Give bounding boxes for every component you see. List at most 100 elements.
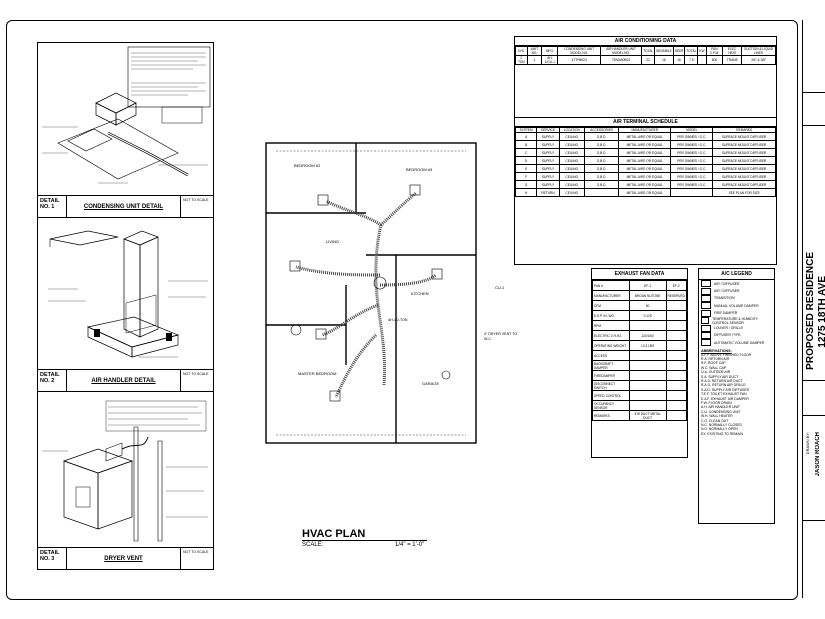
cell: SURFACE MOUNT DIFFUSER (712, 180, 776, 189)
table-row: ACCESS (592, 350, 687, 361)
hvac-floor-plan: BEDROOM #2 BEDROOM #3 LIVING KITCHEN MAS… (265, 142, 477, 444)
cell: 3/4" & 3/8" (741, 55, 776, 65)
cell: ACCESS (592, 350, 630, 361)
cell: 4TTR6024 (557, 55, 601, 65)
cell: CONDENSING UNIT MODEL NO. (557, 46, 601, 56)
cell: METAL-AIRE OR EQUAL (618, 148, 672, 157)
cell (628, 370, 667, 381)
cell: CEILING (558, 164, 585, 173)
cell: G (514, 180, 538, 189)
detail-3: DETAIL NO. 3 DRYER VENT NOT TO SCALE (38, 391, 213, 570)
cell: F (514, 172, 538, 181)
cell: 1 (526, 55, 543, 65)
air-handler-drawing (48, 230, 208, 358)
plan-title: HVAC PLAN (302, 528, 366, 540)
cell: 16 (654, 55, 674, 65)
abbreviation: N.C. NORMALLY CLOSED (701, 423, 742, 428)
cell: C (514, 148, 538, 157)
cell: O.B.D. (583, 156, 620, 165)
cell: FAN # (592, 280, 630, 291)
condensing-unit-drawing (42, 46, 211, 184)
table-title: AIR CONDITIONING DATA (515, 37, 776, 46)
cell: FAN C.F.M. (705, 46, 724, 56)
detail-scale: NOT TO SCALE (180, 370, 213, 392)
cell: SUPPLY (536, 148, 560, 157)
detail-scale: NOT TO SCALE (180, 196, 213, 218)
cell: SURFACE MOUNT DIFFUSER (712, 140, 776, 149)
cell: OPERATING WEIGHT (592, 340, 630, 351)
project-name: PROPOSED RESIDENCE (805, 252, 816, 370)
cell: SURFACE MOUNT DIFFUSER (712, 164, 776, 173)
legend-symbol-icon (701, 280, 711, 288)
cell: METAL-AIRE OR EQUAL (618, 172, 672, 181)
room-label: LIVING (326, 239, 339, 244)
cell: O.B.D. (583, 180, 620, 189)
legend-symbol-icon (701, 287, 711, 295)
cell: 4"Ø DUCT METAL DUCT (628, 410, 667, 421)
ah-callout: AH-1 2-TON (388, 318, 408, 322)
abbreviation: EX. EXISTING TO REMAIN (701, 431, 743, 436)
cell: DISCONNECT SWITCH (592, 380, 630, 391)
plan-scale-label: SCALE: (302, 542, 324, 548)
details-column: DETAIL NO. 1 CONDENSING UNIT DETAIL NOT … (37, 42, 214, 570)
abbreviation: S.A. SUPPLY AIR DUCT (701, 374, 739, 379)
abbreviation: S.A.D. SUPPLY AIR DIFFUSER (701, 387, 750, 392)
cell: SUPPLY (536, 180, 560, 189)
table-title: EXHAUST FAN DATA (592, 269, 687, 280)
cell (665, 350, 687, 361)
legend-item: DIFFUSER TYPE (701, 331, 772, 339)
detail-label: DETAIL NO. 1 (38, 196, 67, 218)
cell (628, 320, 667, 331)
legend-label: DIFFUSER TYPE (714, 333, 741, 338)
cell: SURFACE MOUNT DIFFUSER (712, 172, 776, 181)
cell: CEILING (558, 140, 585, 149)
cell: PER OWNER / G.C. (670, 148, 714, 157)
cell: CEILING (558, 188, 585, 197)
cell: SURFACE MOUNT DIFFUSER (712, 148, 776, 157)
cu-callout: CU-1 (495, 285, 505, 290)
legend-item: FIRE DAMPER (701, 309, 772, 317)
cell: E.S.P. IN. WG. (592, 310, 630, 321)
legend-label: AIR / DIFFUSER (714, 281, 740, 286)
abbreviation: R.F. ROOF CAP (701, 361, 726, 366)
cell: CEILING (558, 156, 585, 165)
legend-symbol-icon (701, 331, 711, 339)
table-row: FIREDAMPER (592, 370, 687, 381)
cell: EF-1 (628, 280, 667, 291)
cell: PER OWNER / G.C. (670, 180, 714, 189)
cell (665, 370, 687, 381)
detail-label: DETAIL NO. 3 (38, 548, 67, 570)
cell: PER OWNER / G.C. (670, 132, 714, 141)
cell: SURFACE MOUNT DIFFUSER (712, 132, 776, 141)
detail-title: AIR HANDLER DETAIL (91, 378, 156, 384)
cell: E (514, 164, 538, 173)
cell: EF-2 (665, 280, 687, 291)
legend-label: AUTOMATIC VOLUME DAMPER (714, 340, 765, 345)
ac-data-table: AIR CONDITIONING DATA SYS.UNIT NO.MFG.CO… (514, 36, 777, 119)
legend-item: AIR / DIFFUSER (701, 280, 772, 288)
cell: METAL-AIRE OR EQUAL (618, 140, 672, 149)
header-row: SYS.UNIT NO.MFG.CONDENSING UNIT MODEL NO… (515, 46, 776, 56)
cell: TEM4A0B24 (599, 55, 643, 65)
abbreviation: N.O. NORMALLY OPEN (701, 427, 738, 432)
detail-label: DETAIL NO. 2 (38, 370, 67, 392)
legend-symbol-icon (701, 309, 711, 317)
cell: SENSIBLE (654, 46, 674, 56)
room-label: BEDROOM #2 (294, 163, 321, 168)
cell: TOTAL (641, 46, 656, 56)
table-row: BACKDRAFT DAMPER (592, 360, 687, 371)
dryer-callout: 4" DRYER VENT TO W.C. (484, 332, 518, 341)
drawing-sheet (6, 20, 798, 600)
cell: SUCTION & LIQUID LINES (741, 46, 776, 56)
cell: PER OWNER / G.C. (670, 164, 714, 173)
cell: AIR HANDLER UNIT MODEL NO. (599, 46, 643, 56)
cell: KW (697, 46, 707, 56)
